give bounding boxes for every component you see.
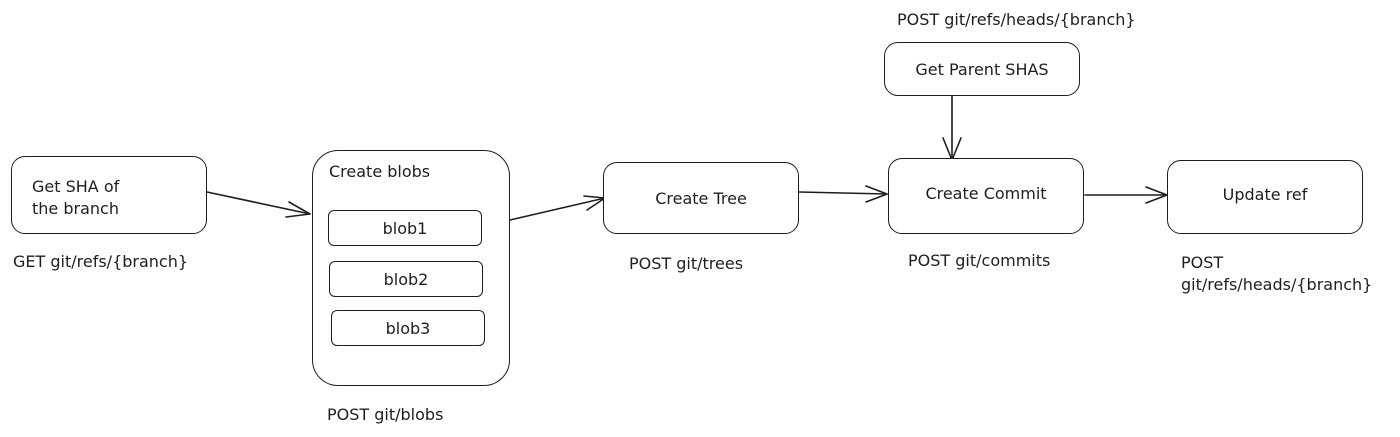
arrow-tree-to-commit [798, 185, 888, 203]
get-parent-node: Get Parent SHAS [884, 42, 1080, 96]
update-ref-label: Update ref [1222, 184, 1308, 204]
commit-api-label: POST git/commits [908, 251, 1051, 270]
arrow-sha-to-blobs [206, 191, 311, 218]
get-sha-api-label: GET git/refs/{branch} [13, 252, 189, 271]
blob-3-label: blob3 [385, 318, 431, 338]
create-blobs-label: Create blobs [329, 162, 431, 181]
arrow-parent-to-commit [942, 94, 962, 161]
parent-api-label: POST git/refs/heads/{branch} [897, 10, 1136, 29]
create-tree-label: Create Tree [655, 188, 747, 208]
blob-2-node: blob2 [329, 261, 483, 297]
create-tree-node: Create Tree [603, 162, 799, 234]
blobs-api-label: POST git/blobs [327, 405, 444, 424]
arrow-commit-to-update [1084, 186, 1168, 204]
update-ref-api-label: POST git/refs/heads/{branch} [1181, 253, 1373, 294]
get-sha-label: Get SHA of the branch [32, 177, 120, 218]
update-ref-node: Update ref [1167, 160, 1363, 234]
get-sha-node: Get SHA of the branch [11, 156, 207, 234]
get-parent-label: Get Parent SHAS [915, 59, 1049, 79]
blob-1-node: blob1 [328, 210, 482, 246]
blob-3-node: blob3 [331, 310, 485, 346]
create-commit-label: Create Commit [925, 183, 1047, 203]
tree-api-label: POST git/trees [629, 254, 744, 273]
create-commit-node: Create Commit [888, 158, 1084, 234]
blob-2-label: blob2 [383, 269, 429, 289]
arrow-blobs-to-tree [509, 195, 606, 221]
blob-1-label: blob1 [382, 218, 428, 238]
